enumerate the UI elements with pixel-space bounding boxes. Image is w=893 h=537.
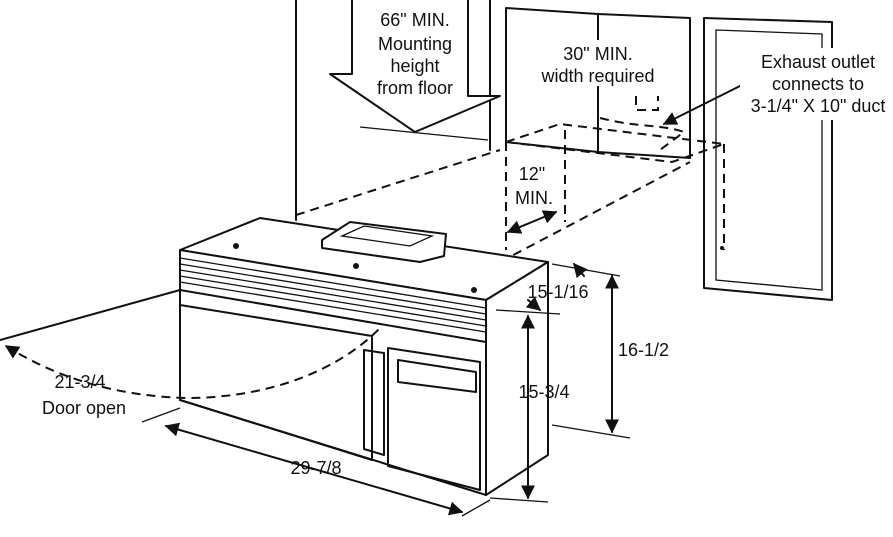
width-required-line-1: 30" MIN. [563,44,632,64]
dim-15-3-4-label: 15-3/4 [518,382,569,402]
depth-min-line-1: 12" [519,164,545,184]
cabinet-bottom [505,96,725,250]
exhaust-label: Exhaust outlet connects to 3-1/4" X 10" … [740,48,892,120]
width-required-label: 30" MIN. width required [540,40,658,86]
dim-16-1-2-arrow [551,274,631,439]
mount-height-line-3: height [390,56,439,76]
dim-15-1-16-arrow [495,262,621,315]
exhaust-leader [662,81,749,125]
mounting-height-arrow [329,0,501,133]
mount-height-line-1: 66" MIN. [380,10,449,30]
mount-height-line-4: from floor [377,78,453,98]
door-open-line-2: Door open [42,398,126,418]
door-open-sweep [0,289,383,400]
dim-16-1-2-label: 16-1/2 [618,340,669,360]
width-required-line-2: width required [540,66,654,86]
microwave [179,217,549,496]
mount-height-line-2: Mounting [378,34,452,54]
depth-dimension [506,210,558,234]
display-window [397,359,477,393]
projection-lines [295,149,691,263]
depth-min-line-2: MIN. [515,188,553,208]
exhaust-line-3: 3-1/4" X 10" duct [751,96,886,116]
door-open-label: 21-3/4 Door open [42,372,126,418]
width-label: 29-7/8 [290,458,341,478]
exhaust-line-2: connects to [772,74,864,94]
wall [295,0,491,221]
door-open-line-1: 21-3/4 [54,372,105,392]
depth-min-label: 12" MIN. [515,164,553,208]
width-dimension [141,407,491,517]
dim-15-1-16-label: 15-1/16 [527,282,588,302]
dim-15-3-4-arrow [489,314,549,503]
mount-height-label: 66" MIN. Mounting height from floor [377,10,453,98]
exhaust-line-1: Exhaust outlet [761,52,875,72]
